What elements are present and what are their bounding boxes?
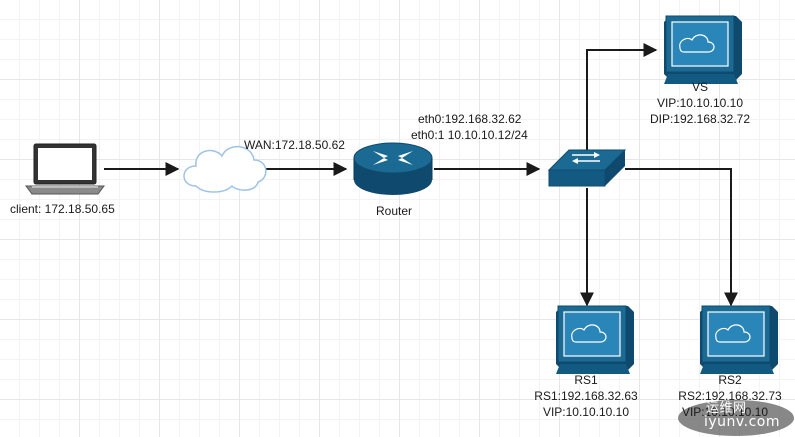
rs1-vip-label: VIP:10.10.10.10	[542, 405, 630, 419]
vs-computer-icon	[664, 15, 742, 84]
router-icon	[353, 142, 433, 195]
eth0-1-label: eth0:1 10.10.10.12/24	[411, 128, 528, 142]
edge-switch-rs2	[625, 168, 738, 307]
rs2-ip-label: RS2:192.168.32.73	[678, 389, 782, 403]
watermark-badge	[678, 400, 794, 436]
watermark-cn: 运维网	[706, 401, 747, 416]
rs2-vip-label: VIP:10.10.10.10	[681, 405, 769, 419]
rs2-computer-icon	[700, 305, 778, 374]
switch-icon	[547, 149, 627, 187]
eth0-label: eth0:192.168.32.62	[418, 112, 522, 126]
vs-dip-label: DIP:192.168.32.72	[649, 112, 751, 126]
rs1-name-label: RS1	[574, 373, 598, 387]
wan-label: WAN:172.18.50.62	[244, 138, 345, 152]
router-label: Router	[375, 204, 413, 218]
edge-switch-vs	[586, 43, 658, 150]
laptop-icon	[25, 143, 105, 195]
vs-vip-label: VIP:10.10.10.10	[656, 96, 744, 110]
rs2-name-label: RS2	[718, 373, 742, 387]
connectors	[104, 43, 738, 307]
watermark-text: iyunv.com	[704, 414, 780, 430]
vs-name-label: VS	[691, 80, 708, 94]
cloud-icon	[183, 146, 267, 193]
rs1-computer-icon	[556, 305, 634, 374]
client-label: client: 172.18.50.65	[10, 202, 115, 216]
rs1-ip-label: RS1:192.168.32.63	[534, 389, 638, 403]
